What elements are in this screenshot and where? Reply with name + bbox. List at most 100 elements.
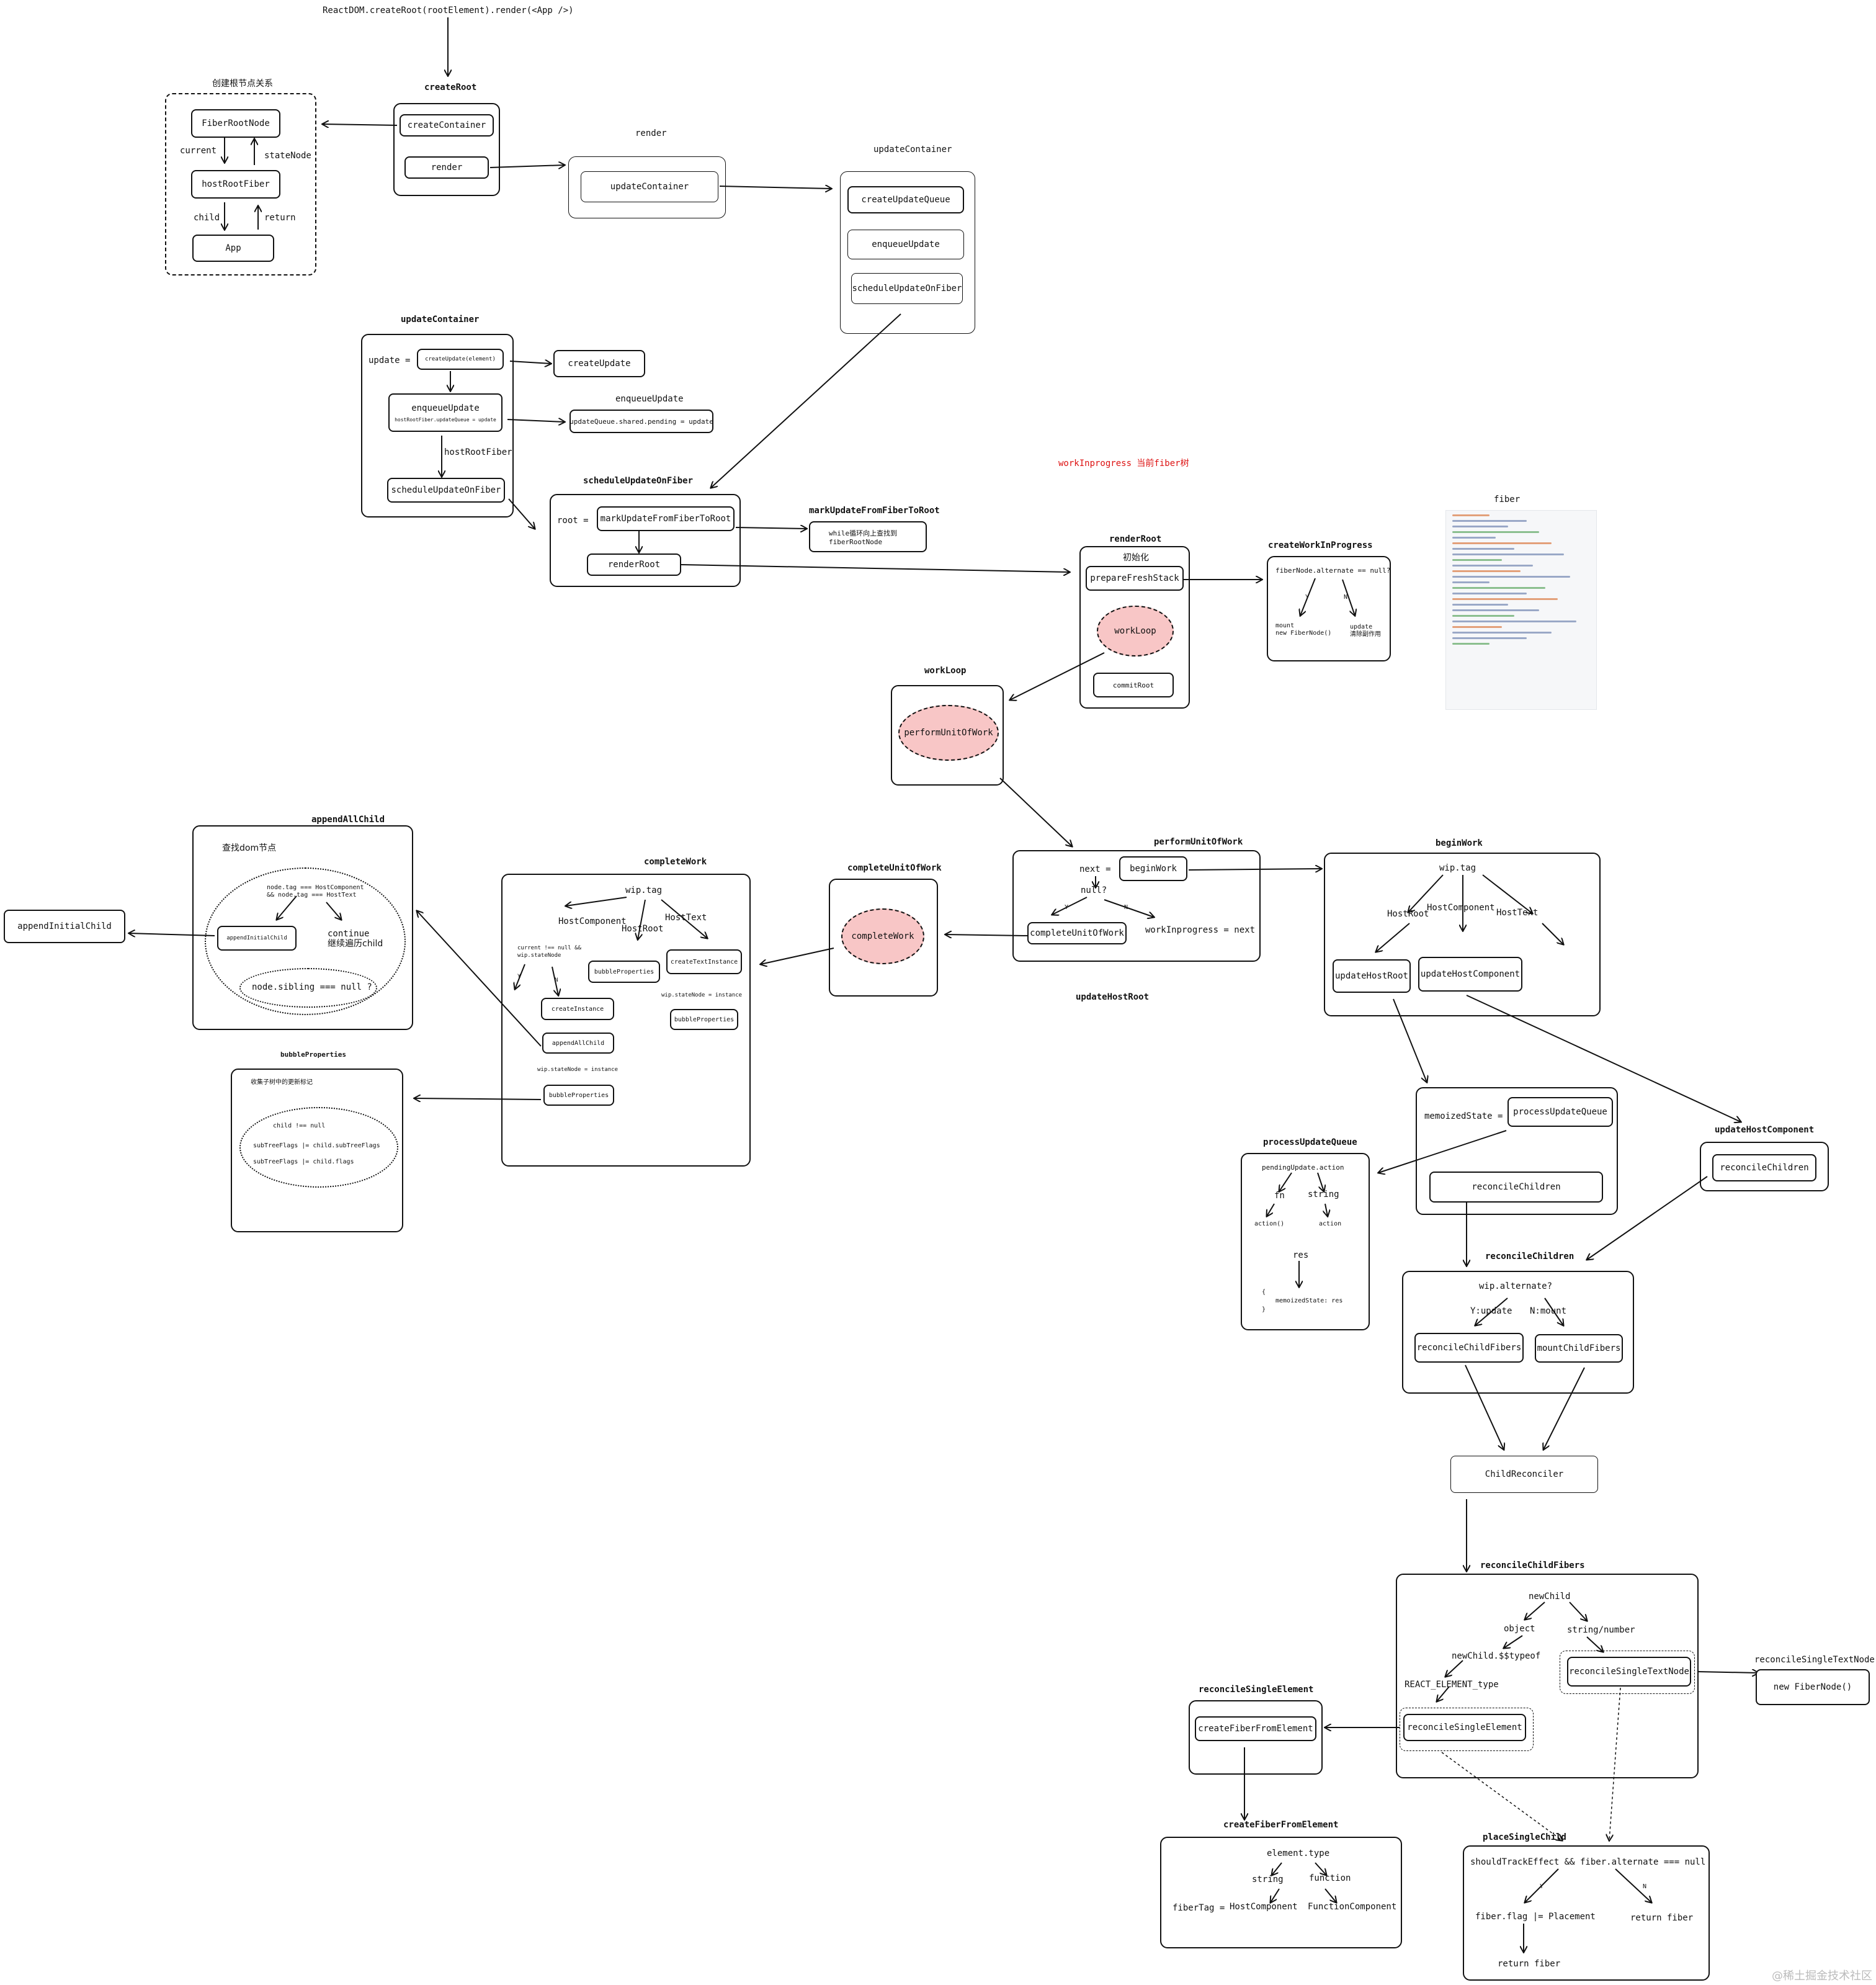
puq-close: } (1262, 1306, 1266, 1313)
bubble-ellipse (239, 1107, 398, 1188)
bubble-properties-box (231, 1069, 403, 1232)
create-update-node[interactable]: createUpdate (553, 350, 645, 377)
complete-work-title: completeWork (644, 857, 707, 867)
aac-append-initial[interactable]: appendInitialChild (217, 926, 297, 951)
rcf-string-number: string/number (1567, 1625, 1635, 1635)
aac-sibling-ellipse (239, 968, 377, 1008)
cw-cond-1: current !== null && (517, 945, 581, 951)
create-wip-n: N (1344, 594, 1348, 601)
rse-create-fiber[interactable]: createFiberFromElement (1195, 1716, 1316, 1741)
reconcile-single-element-box (1189, 1700, 1323, 1775)
rc-mount-child-fibers[interactable]: mountChildFibers (1535, 1334, 1623, 1363)
rstn-new-fiber[interactable]: new FiberNode() (1756, 1669, 1870, 1705)
psc-n: N (1643, 1883, 1647, 1890)
perform-unit-title: performUnitOfWork (1154, 837, 1243, 847)
rc-reconcile-child-fibers[interactable]: reconcileChildFibers (1414, 1333, 1524, 1363)
schedule-update-on-fiber-node-2[interactable]: scheduleUpdateOnFiber (387, 478, 505, 503)
root-eq-label: root = (557, 516, 589, 526)
cw-cond-2: wip.stateNode (517, 952, 561, 959)
cw-host-root: HostRoot (622, 924, 664, 934)
psc-y: Y (1540, 1883, 1544, 1890)
complete-work-ellipse[interactable]: completeWork (841, 908, 924, 964)
cw-create-text-instance[interactable]: createTextInstance (666, 949, 742, 974)
perform-y-label: Y (1065, 904, 1069, 911)
create-wip-cond: fiberNode.alternate == null? (1275, 567, 1391, 575)
create-wip-clear: 清除副作用 (1350, 631, 1381, 638)
init-label: 初始化 (1123, 553, 1149, 563)
cffe-function-component: FunctionComponent (1308, 1902, 1397, 1912)
rcf-object: object (1504, 1624, 1535, 1634)
enqueue-update-node-2[interactable]: enqueueUpdate hostRootFiber.updateQueue … (388, 393, 502, 432)
reconcile-single-text-title: reconcileSingleTextNode (1754, 1655, 1875, 1665)
render-root-title: renderRoot (1109, 534, 1162, 544)
render-node[interactable]: render (404, 156, 489, 179)
cw-append-all-child[interactable]: appendAllChild (542, 1033, 614, 1054)
rcf-element-dashed-frame (1400, 1708, 1534, 1751)
update-host-root-node[interactable]: updateHostRoot (1333, 959, 1411, 993)
create-update-queue-node[interactable]: createUpdateQueue (847, 186, 964, 213)
app-node[interactable]: App (192, 235, 274, 262)
render-title: render (635, 128, 667, 138)
prepare-fresh-stack-node[interactable]: prepareFreshStack (1086, 566, 1184, 591)
render-root-node[interactable]: renderRoot (587, 553, 681, 576)
rcf-typeof: newChild.$$typeof (1452, 1651, 1541, 1661)
update-container-node[interactable]: updateContainer (581, 171, 718, 202)
append-all-child-title: appendAllChild (311, 815, 385, 825)
cffe-host-component: HostComponent (1230, 1902, 1298, 1912)
create-wip-new-fiber: new FiberNode() (1275, 630, 1332, 637)
host-root-fiber-label: hostRootFiber (444, 447, 512, 457)
render-box (568, 156, 726, 218)
commit-root-node[interactable]: commitRoot (1093, 673, 1174, 697)
child-reconciler-node[interactable]: ChildReconciler (1450, 1456, 1598, 1493)
memoized-reconcile-children[interactable]: reconcileChildren (1429, 1172, 1603, 1203)
cw-wip-state-node: wip.stateNode = instance (537, 1067, 619, 1073)
update-host-component-node[interactable]: updateHostComponent (1418, 957, 1522, 992)
process-update-queue-box (1241, 1153, 1370, 1330)
cw-bubble-2[interactable]: bubbleProperties (670, 1009, 738, 1030)
update-host-component-title: updateHostComponent (1715, 1125, 1815, 1135)
process-update-queue-node[interactable]: processUpdateQueue (1508, 1097, 1613, 1127)
rcf-reconcile-single-element[interactable]: reconcileSingleElement (1403, 1714, 1526, 1741)
create-wip-box (1267, 556, 1391, 661)
begin-wip-tag: wip.tag (1439, 863, 1476, 873)
cffe-function: function (1309, 1873, 1351, 1883)
complete-unit-node[interactable]: completeUnitOfWork (1027, 922, 1127, 944)
memoized-eq-label: memoizedState = (1424, 1111, 1503, 1121)
update-container-title-2: updateContainer (401, 315, 480, 325)
uhc-reconcile-children[interactable]: reconcileChildren (1712, 1154, 1816, 1181)
puq-action-call: action() (1254, 1221, 1285, 1227)
rcf-react-element: REACT_ELEMENT_type (1405, 1680, 1499, 1690)
append-all-child-box (192, 825, 413, 1030)
begin-work-node[interactable]: beginWork (1119, 856, 1187, 881)
enqueue-update-node-1[interactable]: enqueueUpdate (847, 230, 964, 259)
cw-n: N (555, 977, 558, 984)
psc-fiber-flag: fiber.flag |= Placement (1475, 1912, 1596, 1922)
rcf-text-dashed-frame (1560, 1651, 1695, 1694)
reconcile-children-box (1402, 1271, 1634, 1394)
enqueue-update-title: enqueueUpdate (615, 394, 684, 404)
cw-bubble-1[interactable]: bubbleProperties (588, 961, 660, 983)
root-relation-group (165, 93, 316, 276)
child-label: child (194, 213, 220, 223)
begin-work-box (1324, 853, 1601, 1016)
perform-unit-ellipse[interactable]: performUnitOfWork (898, 705, 999, 761)
host-root-fiber-node[interactable]: hostRootFiber (191, 170, 280, 199)
cw-create-instance[interactable]: createInstance (541, 998, 614, 1020)
cw-bubble-3[interactable]: bubbleProperties (543, 1085, 614, 1106)
update-host-component-box (1700, 1142, 1829, 1191)
psc-return-fiber-1: return fiber (1498, 1959, 1561, 1969)
schedule-update-on-fiber-node-1[interactable]: scheduleUpdateOnFiber (851, 273, 963, 304)
work-loop-ellipse[interactable]: workLoop (1097, 606, 1174, 656)
bubble-l2: subTreeFlags |= child.subTreeFlags (253, 1142, 380, 1149)
schedule-update-on-fiber-box (550, 494, 741, 587)
create-update-element-node[interactable]: createUpdate(element) (417, 349, 504, 370)
create-container-node[interactable]: createContainer (400, 114, 494, 137)
enqueue-update-box[interactable]: updateQueue.shared.pending = update (570, 410, 713, 433)
fiber-root-node[interactable]: FiberRootNode (191, 109, 280, 138)
mark-update-box[interactable]: while循环向上查找到 fiberRootNode (809, 521, 927, 552)
append-initial-child-node[interactable]: appendInitialChild (4, 910, 125, 943)
work-loop-box (891, 685, 1004, 786)
mark-update-node[interactable]: markUpdateFromFiberToRoot (597, 506, 735, 531)
rcf-reconcile-single-text[interactable]: reconcileSingleTextNode (1567, 1657, 1691, 1687)
